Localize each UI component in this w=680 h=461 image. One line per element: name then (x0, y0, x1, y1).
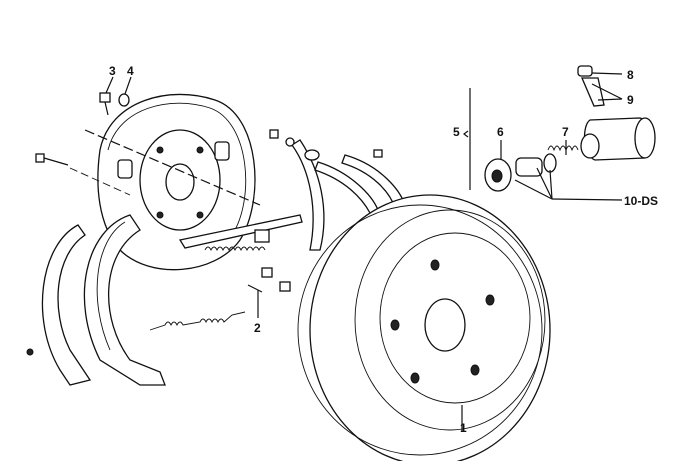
callout-1: 1 (460, 421, 467, 435)
callout-10-ds: 10-DS (624, 194, 658, 208)
brake-shoes (26, 214, 166, 386)
brake-drum (297, 194, 551, 461)
callout-4: 4 (127, 64, 134, 78)
adjuster-springs (149, 214, 303, 331)
wheel-cylinder (463, 65, 656, 201)
parking-brake-lever (269, 129, 406, 251)
callout-2: 2 (254, 321, 261, 335)
bolt-and-washer (99, 76, 132, 116)
bolts (247, 267, 291, 318)
callout-8: 8 (627, 68, 634, 82)
callout-3: 3 (109, 64, 116, 78)
callout-9: 9 (627, 93, 634, 107)
pin (35, 153, 131, 196)
callout-6: 6 (497, 125, 504, 139)
callout-7: 7 (562, 125, 569, 139)
callout-5: 5 (453, 125, 460, 139)
